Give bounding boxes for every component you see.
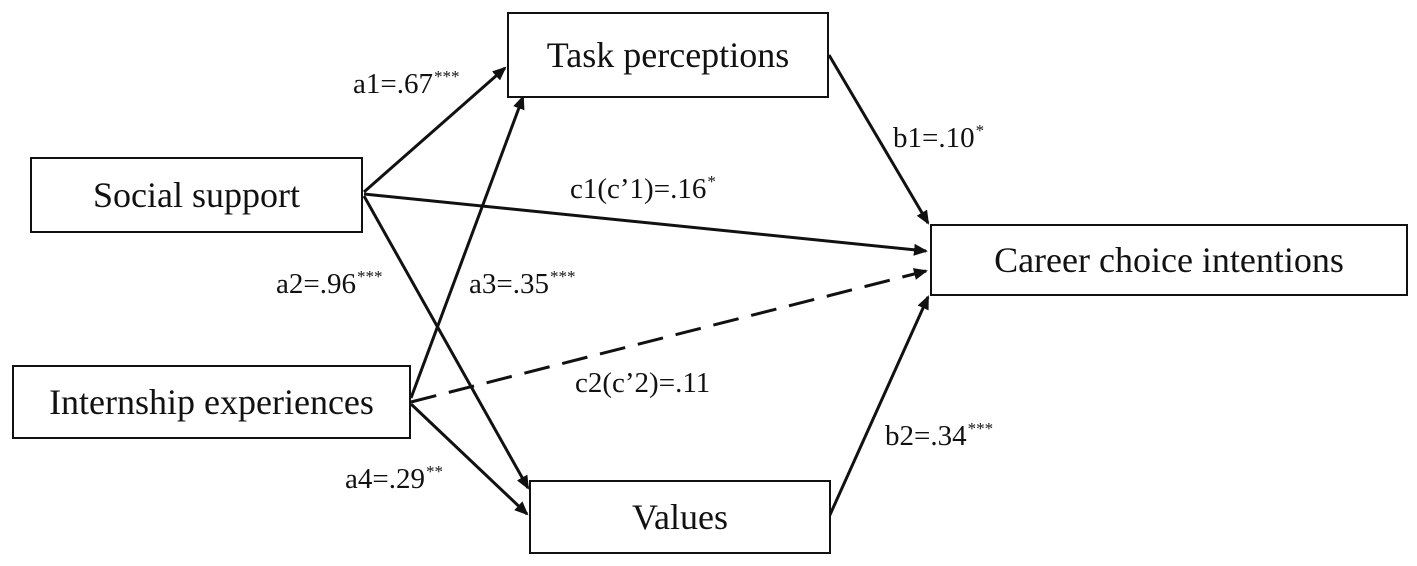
- arrow-a1: [363, 66, 507, 194]
- coefficient-c1-text: c1(c’1)=.16: [570, 173, 707, 205]
- node-social-support: Social support: [30, 157, 363, 233]
- arrow-a2: [362, 195, 530, 490]
- node-internship-experiences: Internship experiences: [12, 365, 411, 439]
- node-values-label: Values: [632, 497, 728, 537]
- coefficient-a4-significance: **: [425, 462, 443, 481]
- coefficient-b1-significance: *: [975, 121, 985, 140]
- arrow-c1: [363, 192, 928, 256]
- arrow-a4: [409, 402, 529, 516]
- coefficient-c1: c1(c’1)=.16*: [570, 173, 716, 204]
- coefficient-b1: b1=.10*: [893, 122, 984, 153]
- node-task-perceptions-label: Task perceptions: [546, 35, 790, 75]
- coefficient-c2-text: c2(c’2)=.11: [575, 367, 711, 399]
- arrow-b1: [827, 54, 930, 225]
- coefficient-a4: a4=.29**: [345, 463, 443, 494]
- node-task-perceptions: Task perceptions: [507, 12, 829, 98]
- coefficient-b2-significance: ***: [967, 419, 994, 438]
- node-internship-experiences-label: Internship experiences: [49, 382, 374, 422]
- coefficient-a2-text: a2=.96: [276, 268, 356, 300]
- coefficient-c1-significance: *: [707, 172, 716, 191]
- coefficient-b2-text: b2=.34: [885, 420, 967, 452]
- coefficient-a2: a2=.96***: [276, 268, 382, 299]
- coefficient-a3-text: a3=.35: [469, 268, 549, 300]
- arrow-b2: [827, 295, 930, 518]
- coefficient-a3: a3=.35***: [469, 268, 575, 299]
- coefficient-c2: c2(c’2)=.11: [575, 367, 711, 398]
- coefficient-a1: a1=.67***: [353, 68, 459, 99]
- node-career-choice-intentions-label: Career choice intentions: [994, 240, 1344, 280]
- coefficient-b2: b2=.34***: [885, 420, 993, 451]
- node-career-choice-intentions: Career choice intentions: [930, 224, 1408, 296]
- coefficient-a1-text: a1=.67: [353, 68, 433, 100]
- coefficient-a4-text: a4=.29: [345, 463, 425, 495]
- coefficient-a3-significance: ***: [549, 267, 576, 286]
- coefficient-a2-significance: ***: [356, 267, 383, 286]
- node-social-support-label: Social support: [93, 175, 300, 215]
- coefficient-b1-text: b1=.10: [893, 122, 975, 154]
- node-values: Values: [529, 480, 831, 554]
- coefficient-a1-significance: ***: [433, 67, 460, 86]
- arrow-a3: [409, 95, 525, 399]
- arrow-c2: [410, 268, 928, 404]
